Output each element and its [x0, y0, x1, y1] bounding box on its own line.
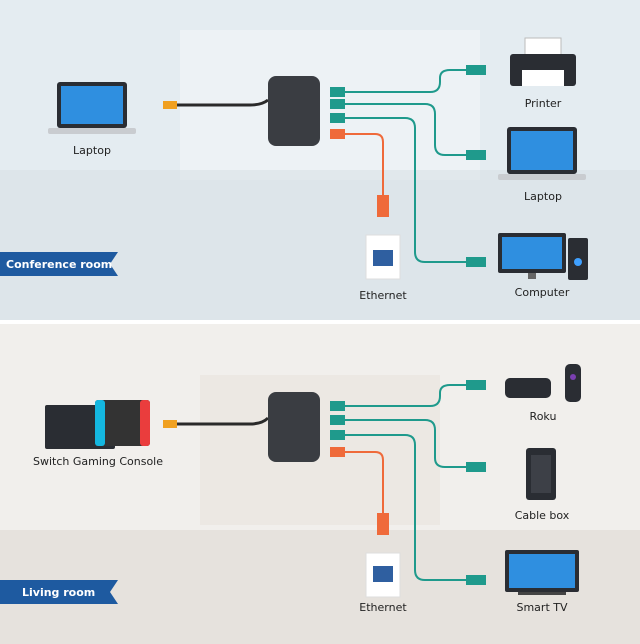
living-room-panel: Switch Gaming Console Roku Cable [0, 364, 581, 614]
usb-cable [177, 416, 270, 426]
device-label: Laptop [524, 190, 562, 203]
room-banner: Conference room [0, 252, 118, 276]
panel-divider [0, 320, 640, 324]
source-label: Switch Gaming Console [33, 455, 163, 468]
hub-icon [268, 76, 320, 146]
lan-cable [345, 69, 468, 93]
printer-icon [510, 37, 576, 86]
lan-cable [345, 384, 468, 407]
ethernet-label: Ethernet [359, 289, 407, 302]
device-label: Cable box [515, 509, 570, 522]
lan-cable [345, 117, 468, 263]
device-label: Roku [530, 410, 557, 423]
cable-box-icon [526, 448, 556, 500]
device-label: Printer [525, 97, 562, 110]
port-connectors [330, 380, 486, 585]
ethernet-label: Ethernet [359, 601, 407, 614]
ethernet-wall-jack-icon [365, 552, 401, 598]
hub-icon [268, 392, 320, 462]
roku-icon [505, 364, 581, 402]
conference-room-panel: Laptop Printer Laptop [0, 37, 588, 302]
device-label: Computer [515, 286, 570, 299]
computer-icon [498, 233, 588, 280]
wan-cable [345, 133, 384, 195]
room-label: Conference room [6, 258, 112, 271]
source-label: Laptop [73, 144, 111, 157]
lan-cable [345, 419, 468, 468]
lan-cable [345, 434, 468, 581]
port-connectors [330, 65, 486, 267]
usb-connector-icon [163, 101, 177, 109]
switch-console-icon [45, 400, 150, 449]
ethernet-wall-jack-icon [365, 234, 401, 280]
room-banner: Living room [0, 580, 118, 604]
usb-connector-icon [163, 420, 177, 428]
laptop-icon [48, 82, 136, 134]
laptop-icon [498, 127, 586, 180]
device-label: Smart TV [516, 601, 567, 614]
lan-cable [345, 103, 468, 156]
room-label: Living room [22, 586, 95, 599]
smart-tv-icon [505, 550, 579, 595]
usb-cable [177, 98, 269, 107]
wan-cable [345, 451, 384, 515]
